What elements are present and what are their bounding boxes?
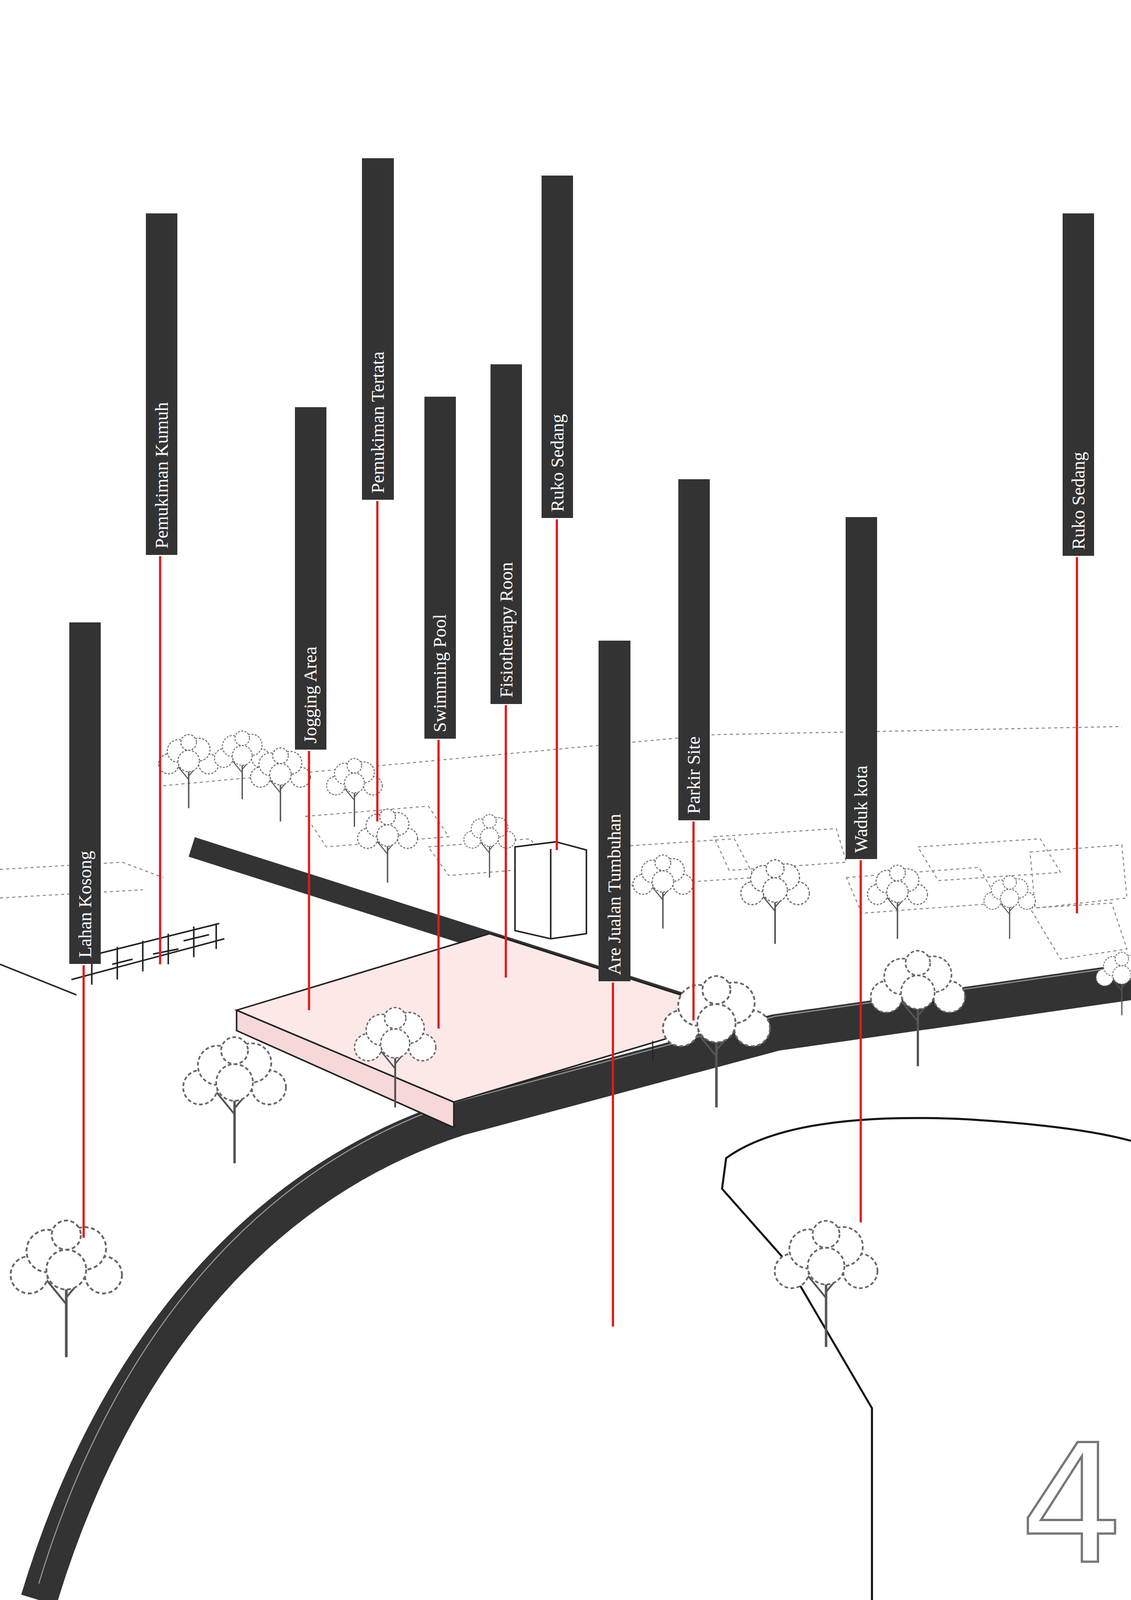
bar-label: Parkir Site	[683, 729, 704, 821]
label-bar: Fisiotherapy Roon	[490, 364, 522, 704]
building	[515, 841, 587, 939]
ground-line	[0, 964, 77, 995]
context-grid	[0, 726, 1127, 959]
label-bar: Ruko Sedang	[541, 175, 574, 519]
bar-label: Jogging Area	[300, 640, 321, 750]
trees	[10, 730, 1131, 1357]
main-road	[38, 981, 1131, 1600]
label-bar: Jogging Area	[294, 407, 327, 750]
bar-label: Are Jualan Tumbuhan	[604, 807, 625, 982]
bar-label: Waduk kota	[851, 759, 872, 859]
reservoir-outline	[722, 1117, 1131, 1600]
label-bar: Pemukiman Tertata	[361, 158, 394, 500]
bar-label: Ruko Sedang	[547, 407, 568, 518]
bar-label: Pemukiman Tertata	[367, 345, 388, 500]
bar-label: Swimming Pool	[429, 607, 450, 739]
bar-label: Fisiotherapy Roon	[496, 555, 517, 704]
label-bar: Ruko Sedang	[1062, 213, 1095, 557]
label-bar: Parkir Site	[678, 479, 710, 820]
leader-lines	[83, 500, 1077, 1327]
label-bar: Lahan Kosong	[69, 622, 101, 964]
label-bar: Pemukiman Kumuh	[145, 213, 178, 555]
label-bar: Are Jualan Tumbuhan	[598, 640, 631, 982]
label-bar: Waduk kota	[845, 516, 878, 859]
bar-label: Lahan Kosong	[75, 844, 96, 964]
bar-label: Pemukiman Kumuh	[151, 395, 172, 555]
page-number: 4	[1019, 1422, 1125, 1587]
bar-label: Ruko Sedang	[1068, 445, 1089, 556]
label-bar: Swimming Pool	[424, 396, 456, 739]
